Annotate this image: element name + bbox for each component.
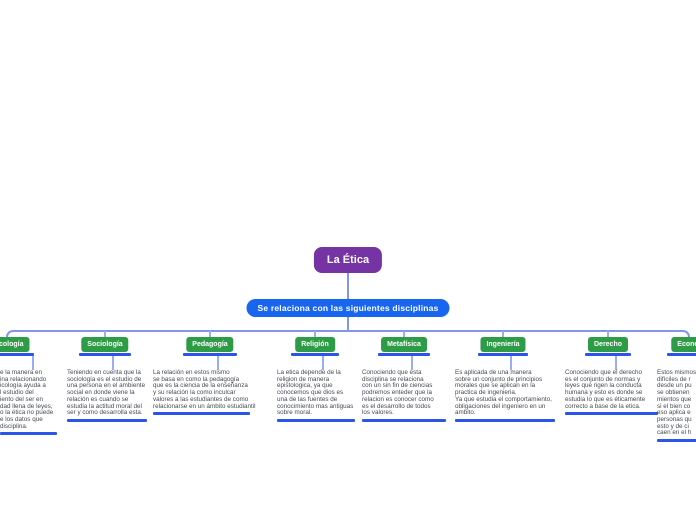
description-node[interactable]: Es aplicada de una manera sobre un conju… — [455, 369, 563, 422]
discipline-label-economia[interactable]: Economía — [671, 337, 696, 352]
description-text: Es aplicada de una manera sobre un conju… — [455, 369, 552, 417]
discipline-label-metafisica[interactable]: Metafísica — [381, 337, 427, 352]
connector-line — [403, 331, 405, 338]
connector-line — [32, 356, 34, 370]
connector-line — [510, 356, 512, 370]
connector-line — [347, 317, 349, 331]
discipline-label-derecho[interactable]: Derecho — [587, 337, 629, 352]
connector-line — [217, 356, 219, 370]
description-node[interactable]: La relación en estos mismo se basa en co… — [153, 369, 259, 416]
description-underline — [0, 432, 57, 436]
description-node[interactable]: Conociendo que el derecho es el conjunto… — [565, 369, 663, 416]
connector-line — [209, 331, 211, 338]
discipline-label-psicologia[interactable]: Psicología — [0, 337, 30, 352]
description-underline — [277, 418, 355, 422]
label-underline — [291, 353, 339, 356]
description-text: Conociendo que el derecho es el conjunto… — [565, 369, 646, 410]
description-text: La relación en estos mismo se basa en co… — [153, 369, 256, 410]
label-underline — [79, 353, 131, 356]
description-text: e la manera en ina relacionando icología… — [0, 369, 54, 430]
discipline-label-ingenieria[interactable]: Ingeniería — [480, 337, 526, 352]
connector-line — [314, 331, 316, 338]
description-text: La etica depende de la religion de maner… — [277, 369, 354, 417]
connector-line — [104, 331, 106, 338]
description-node[interactable]: Conociendo que esta disciplina se relaci… — [362, 369, 454, 422]
subtitle-node[interactable]: Se relaciona con las siguientes discipli… — [246, 299, 450, 317]
label-underline — [478, 353, 528, 356]
description-node[interactable]: e la manera en ina relacionando icología… — [0, 369, 64, 436]
connector-line — [411, 356, 413, 370]
description-text: Estos mismos difíciles de r desde un pu … — [657, 369, 696, 437]
label-underline — [0, 353, 34, 356]
connector-line — [502, 331, 504, 338]
description-underline — [67, 418, 147, 422]
description-underline — [153, 412, 250, 416]
discipline-label-religion[interactable]: Religión — [295, 337, 335, 352]
description-node[interactable]: Estos mismos difíciles de r desde un pu … — [657, 369, 696, 443]
description-underline — [657, 439, 696, 443]
discipline-label-sociologia[interactable]: Sociología — [81, 337, 129, 352]
label-underline — [183, 353, 237, 356]
description-underline — [455, 418, 555, 422]
connector-line — [322, 356, 324, 370]
label-underline — [585, 353, 631, 356]
description-underline — [565, 412, 658, 416]
label-underline — [667, 353, 696, 356]
label-underline — [378, 353, 430, 356]
connector-line — [112, 356, 114, 370]
connector-line — [615, 356, 617, 370]
description-underline — [362, 418, 446, 422]
description-node[interactable]: Teniendo en cuenta que la sociología es … — [67, 369, 163, 422]
branch-connector-line — [6, 330, 690, 339]
connector-line — [607, 331, 609, 338]
connector-line — [347, 273, 349, 300]
root-node[interactable]: La Ética — [313, 247, 383, 273]
description-node[interactable]: La etica depende de la religion de maner… — [277, 369, 363, 422]
description-text: Teniendo en cuenta que la sociología es … — [67, 369, 146, 417]
description-text: Conociendo que esta disciplina se relaci… — [362, 369, 434, 417]
discipline-label-pedagogia[interactable]: Pedagogía — [186, 337, 234, 352]
